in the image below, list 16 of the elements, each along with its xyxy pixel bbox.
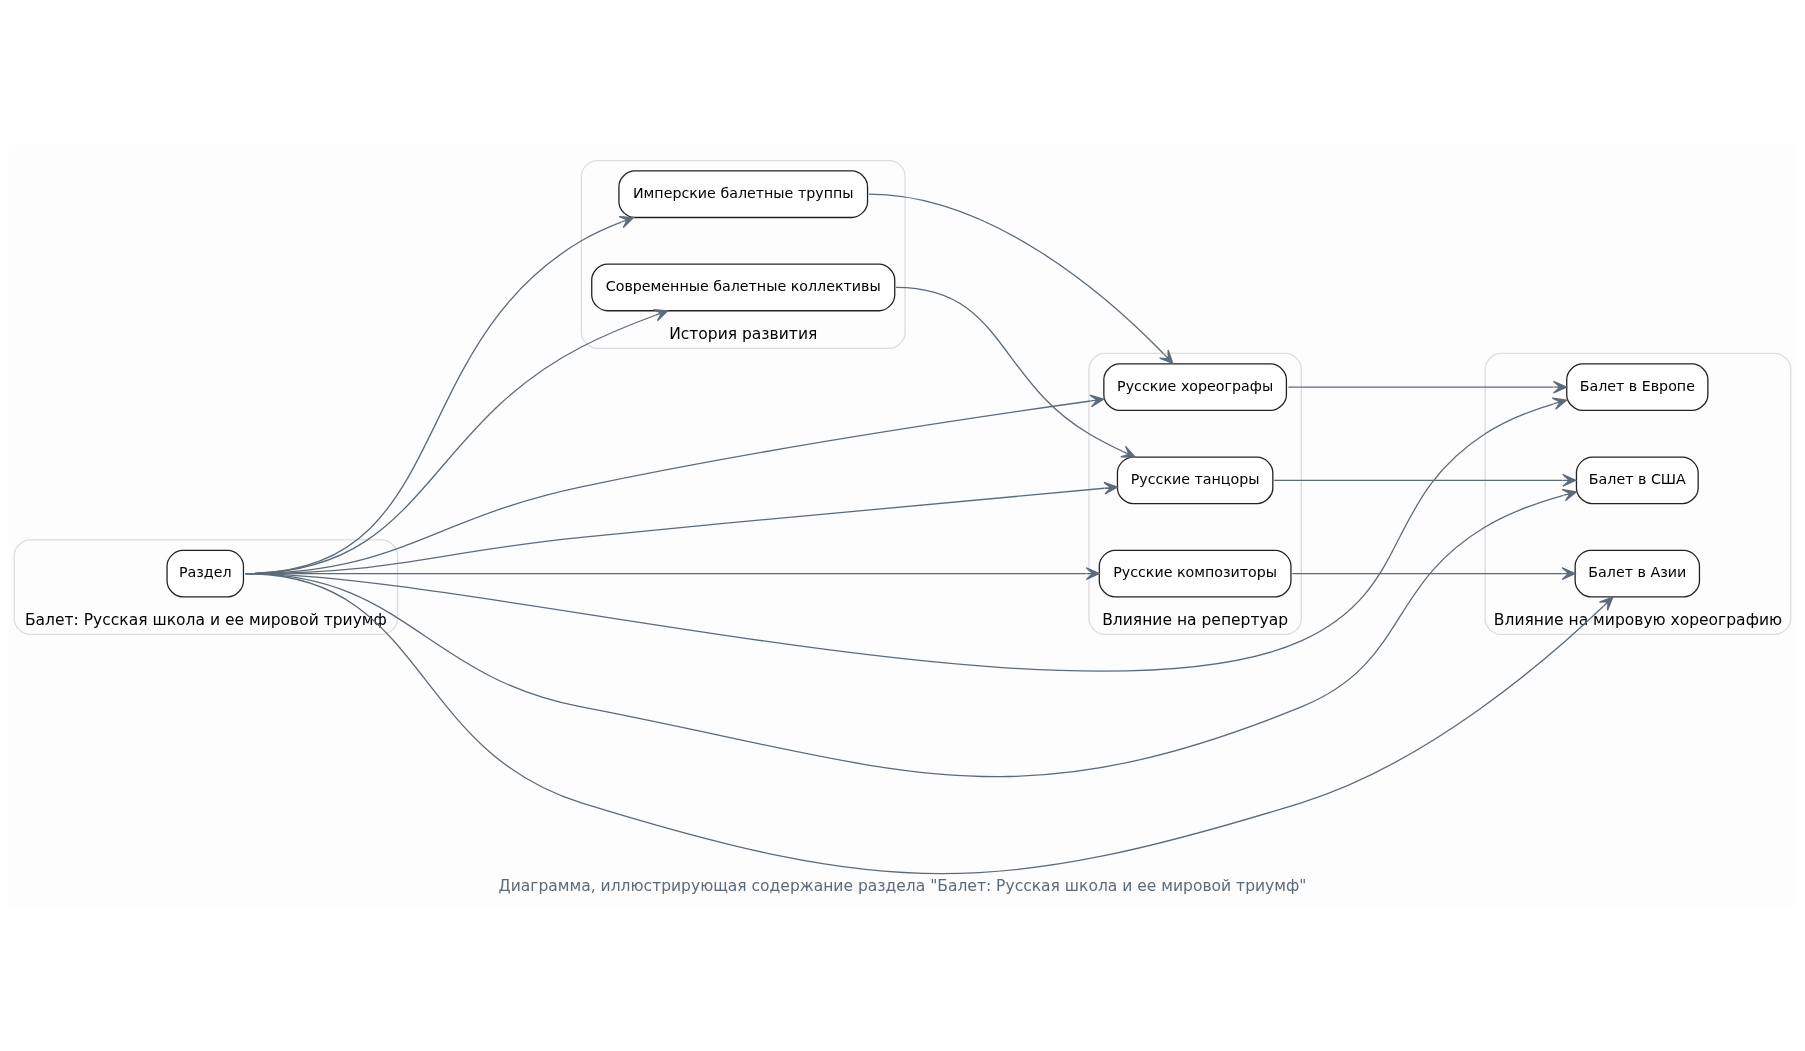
- node-box: Имперские балетные труппы: [618, 170, 869, 219]
- node-box: Балет в Азии: [1574, 549, 1701, 598]
- node-box: Русские композиторы: [1098, 549, 1292, 598]
- arrow: [895, 286, 1136, 458]
- caption: Диаграмма, иллюстрирующая содержание раздела "Балет: Русская школа и ее мировой триумф": [498, 877, 1307, 896]
- node-box: Современные балетные коллективы: [591, 263, 896, 312]
- node-box: Балет в Европе: [1566, 363, 1709, 412]
- node-box: Балет в США: [1575, 456, 1699, 505]
- node-box: Русские хореографы: [1103, 363, 1288, 412]
- arrow: [1287, 380, 1568, 394]
- arrow: [244, 572, 1614, 875]
- node-box: Раздел: [166, 549, 245, 598]
- node-box: Русские танцоры: [1116, 456, 1274, 505]
- arrow: [868, 193, 1174, 365]
- arrow: [1291, 567, 1576, 581]
- arrow: [1273, 473, 1577, 487]
